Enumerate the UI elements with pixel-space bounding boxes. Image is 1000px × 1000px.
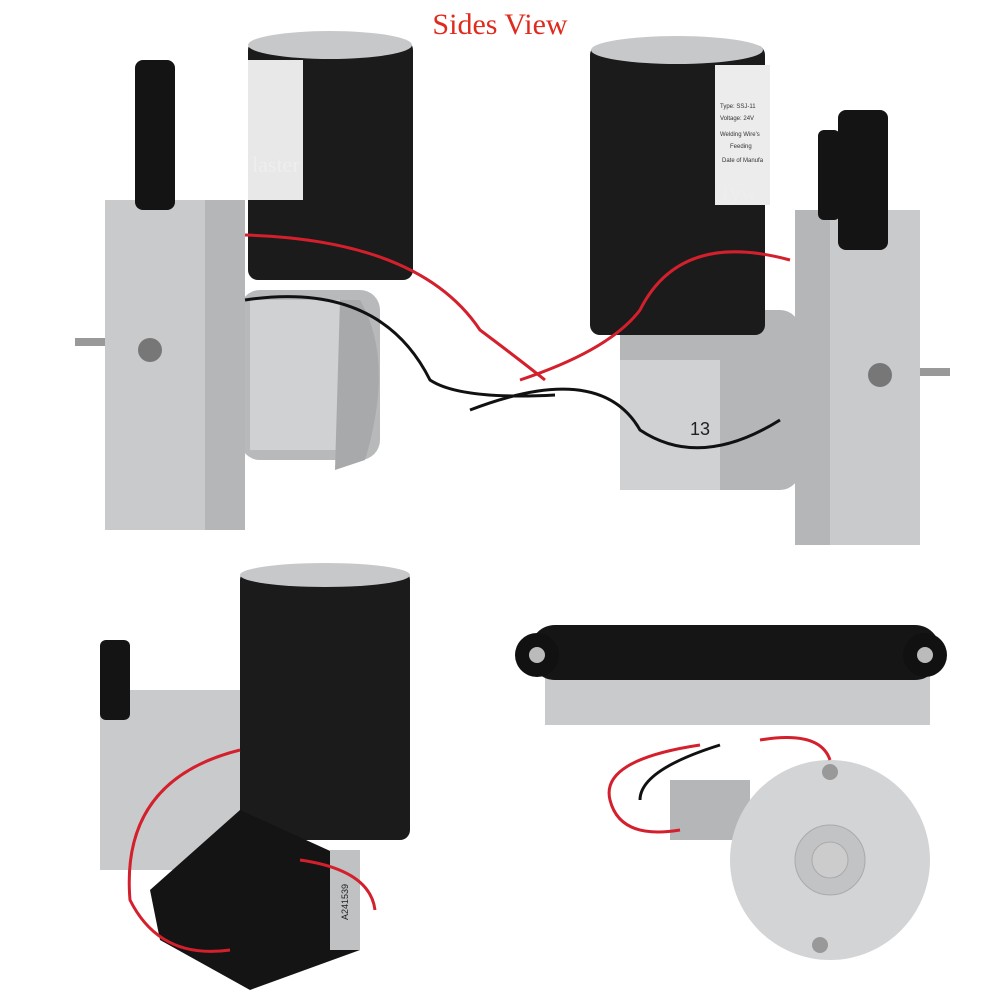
motor-label-text: laster (252, 152, 300, 177)
page-title: Sides View (432, 8, 568, 41)
wire-feeder-rear-view: A241539 (100, 563, 410, 990)
svg-text:Tyw: Tyw (718, 180, 757, 205)
wire-feeder-side-view-left: laster (75, 31, 556, 530)
svg-text:Welding Wire's: Welding Wire's (720, 132, 760, 138)
gearbox-cover (150, 810, 360, 990)
svg-text:Date of Manufa: Date of Manufa (722, 158, 764, 164)
motor-label (715, 65, 770, 205)
tension-knob (838, 110, 888, 250)
wire-feeder-top-view (515, 625, 947, 960)
svg-text:Type: SSJ-11: Type: SSJ-11 (720, 104, 756, 110)
motor-body (240, 570, 410, 840)
motor-label (248, 60, 303, 200)
serial-label: A241539 (340, 884, 350, 920)
svg-text:Voltage: 24V: Voltage: 24V (720, 116, 754, 122)
tension-knob (135, 60, 175, 210)
handwritten-marking: 13 (690, 419, 710, 439)
wire-feeder-side-view-right: Type: SSJ-11 Voltage: 24V Welding Wire's… (469, 36, 950, 545)
svg-text:Feeding: Feeding (730, 144, 752, 150)
drive-roll-assembly (530, 625, 940, 680)
tension-knob (100, 640, 130, 720)
